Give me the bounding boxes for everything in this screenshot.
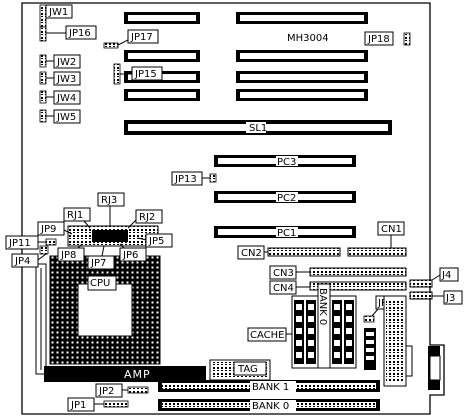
- vesa-slot-sl1: SL1: [124, 120, 392, 135]
- jumper-jw3: JW3: [39, 71, 81, 86]
- svg-text:CN4: CN4: [273, 283, 294, 294]
- jumper-jw4: JW4: [39, 90, 81, 105]
- svg-text:JP17: JP17: [130, 32, 153, 43]
- svg-text:TAG: TAG: [237, 364, 258, 375]
- svg-text:JP9: JP9: [40, 224, 56, 235]
- connector-cn3: CN3: [269, 265, 407, 280]
- pci-slot-pc3: PC3: [214, 155, 356, 168]
- jumper-jp6: JP6: [119, 243, 147, 262]
- svg-text:BANK 0: BANK 0: [252, 401, 289, 412]
- tag-chip: TAG: [209, 359, 271, 381]
- jumper-jp1: JP1: [67, 397, 129, 412]
- cache-bank: BANK 0: [291, 283, 357, 369]
- svg-text:RJ3: RJ3: [101, 195, 117, 206]
- right-side-chips: [364, 295, 441, 390]
- svg-text:JP11: JP11: [8, 238, 31, 249]
- connector-j3: J3: [409, 290, 463, 305]
- jumper-rj2: RJ2: [127, 209, 163, 229]
- jumper-jw2: JW2: [39, 54, 81, 69]
- jumper-jp7: JP7: [87, 245, 115, 270]
- jumper-jp15: JP15: [113, 63, 163, 85]
- svg-text:CN3: CN3: [273, 268, 294, 279]
- svg-text:JW5: JW5: [56, 112, 76, 123]
- jumper-jw5: JW5: [39, 109, 81, 124]
- connector-j4: J4: [409, 267, 459, 288]
- jumper-rj3: RJ3: [97, 192, 125, 226]
- connector-cn4: CN4: [269, 280, 407, 295]
- svg-text:JP16: JP16: [68, 28, 91, 39]
- svg-text:JP5: JP5: [148, 236, 164, 247]
- svg-text:JP4: JP4: [14, 256, 30, 267]
- svg-text:JW3: JW3: [56, 74, 76, 85]
- connector-cn2: CN2: [237, 245, 341, 260]
- simm-bank-1: BANK 1: [158, 380, 380, 393]
- jumper-jp4: JP4: [11, 245, 49, 268]
- svg-text:JP2: JP2: [98, 386, 114, 397]
- svg-text:RJ1: RJ1: [67, 210, 83, 221]
- jumper-jp17: JP17: [103, 29, 159, 49]
- svg-text:RJ2: RJ2: [139, 212, 155, 223]
- jumper-jp16: JP16: [39, 25, 97, 42]
- pci-slot-pc2: PC2: [214, 191, 356, 204]
- jumper-jp9: JP9: [37, 221, 73, 236]
- svg-text:SL1: SL1: [249, 123, 267, 134]
- svg-text:JP7: JP7: [90, 258, 106, 269]
- amp-lever: AMP: [44, 366, 206, 382]
- jumper-cluster: [67, 225, 159, 247]
- svg-text:JP13: JP13: [174, 174, 197, 185]
- jumper-jw1: JW1: [39, 4, 73, 28]
- svg-text:JW4: JW4: [56, 93, 76, 104]
- jumper-jp5: JP5: [137, 233, 173, 248]
- board-model-label: MH3004: [287, 33, 329, 44]
- svg-text:PC1: PC1: [277, 228, 296, 239]
- cpu-socket: CPU: [35, 255, 161, 375]
- svg-text:AMP: AMP: [124, 368, 151, 381]
- jumper-rj1: RJ1: [63, 207, 91, 229]
- svg-text:BANK 1: BANK 1: [252, 382, 289, 393]
- jumper-jp8: JP8: [57, 243, 85, 262]
- svg-text:JP1: JP1: [70, 400, 86, 411]
- svg-text:JP18: JP18: [367, 34, 390, 45]
- svg-text:PC3: PC3: [277, 157, 296, 168]
- svg-text:JP8: JP8: [60, 250, 76, 261]
- cache-bank-label: BANK 0: [317, 288, 328, 325]
- svg-text:CN2: CN2: [241, 248, 262, 259]
- svg-text:J4: J4: [441, 270, 451, 281]
- jumper-jp18: JP18: [364, 31, 411, 46]
- connector-cn1: CN1: [347, 221, 407, 257]
- svg-text:JW1: JW1: [48, 7, 68, 18]
- svg-text:CN1: CN1: [381, 224, 402, 235]
- svg-text:J3: J3: [445, 293, 455, 304]
- pci-slot-pc1: PC1: [214, 226, 356, 239]
- cache-label: CACHE: [247, 327, 292, 342]
- jumper-jp2: JP2: [95, 383, 149, 398]
- svg-text:JP15: JP15: [134, 69, 157, 80]
- svg-text:CACHE: CACHE: [250, 330, 284, 341]
- svg-text:JP6: JP6: [122, 250, 138, 261]
- svg-text:PC2: PC2: [277, 193, 296, 204]
- svg-text:JW2: JW2: [56, 57, 76, 68]
- jumper-jp13: JP13: [171, 171, 217, 186]
- svg-text:CPU: CPU: [90, 278, 110, 289]
- jumper-jp11: JP11: [5, 235, 57, 250]
- simm-bank-0: BANK 0: [158, 399, 380, 412]
